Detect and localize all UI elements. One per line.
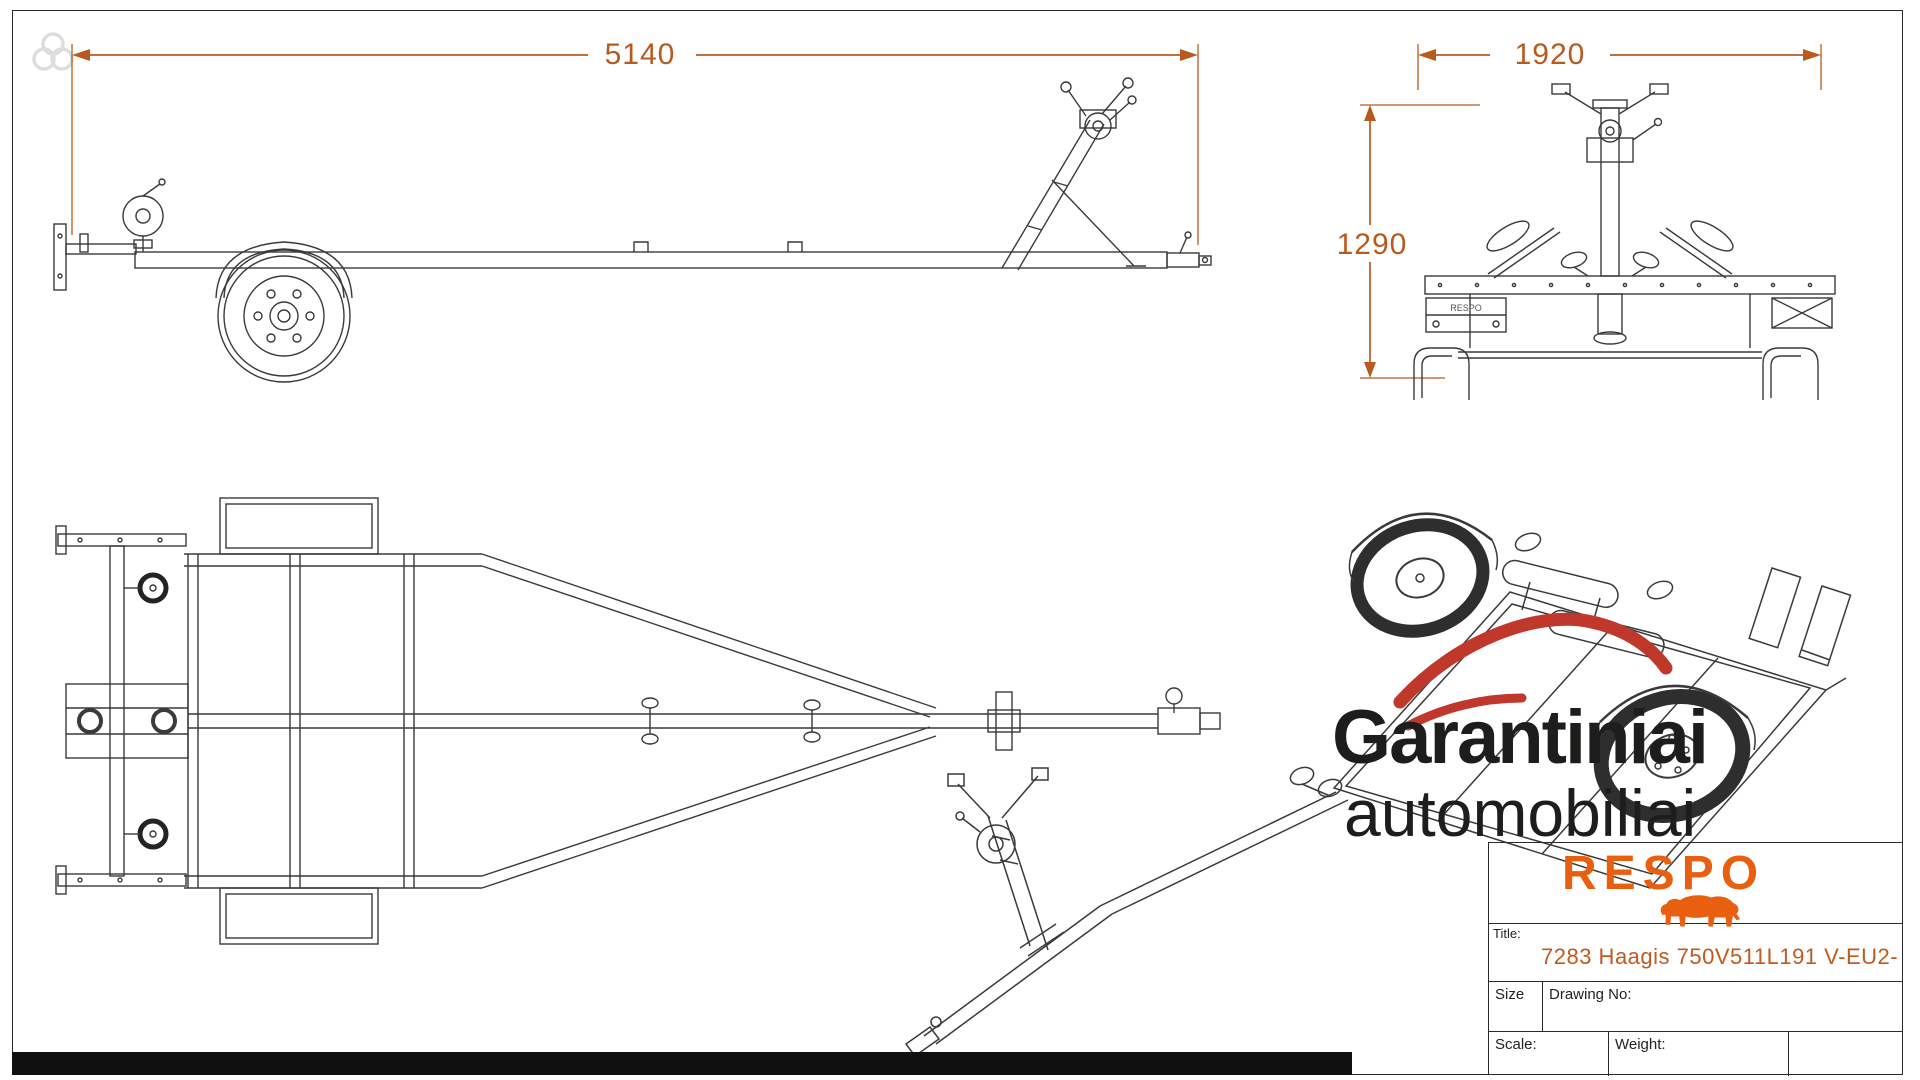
rear-lampboard-sticker: RESPO bbox=[1450, 303, 1482, 313]
rear-view-drawing: RESPO bbox=[1360, 44, 1836, 400]
width-dimension bbox=[1417, 44, 1822, 90]
isometric-lines bbox=[904, 512, 1852, 1058]
scale-label: Scale: bbox=[1489, 1032, 1609, 1076]
weight-label: Weight: bbox=[1609, 1032, 1789, 1076]
watermark-swoosh-icon bbox=[1393, 612, 1673, 731]
isometric-view-drawing bbox=[904, 512, 1852, 1058]
size-label: Size bbox=[1489, 982, 1543, 1031]
side-length-dimension-text: 5140 bbox=[604, 38, 676, 71]
rear-view-lines bbox=[1413, 83, 1836, 400]
watermark-line2: automobiliai bbox=[1344, 776, 1697, 850]
bottom-scan-strip bbox=[12, 1052, 1352, 1075]
title-block-empty-cell bbox=[1789, 1032, 1903, 1076]
title-block-size-row: Size Drawing No: bbox=[1489, 981, 1903, 1031]
title-block-scale-row: Scale: Weight: bbox=[1489, 1031, 1903, 1076]
height-dimension bbox=[1360, 104, 1480, 379]
length-dimension bbox=[71, 44, 1199, 245]
title-block: Title: 7283 Haagis 750V511L191 V-EU2- Si… bbox=[1488, 842, 1903, 1076]
respo-logo-text: RESPO bbox=[1562, 847, 1766, 900]
rear-width-dimension-text: 1920 bbox=[1514, 38, 1586, 71]
top-view-lines bbox=[55, 497, 1221, 945]
bull-icon bbox=[1660, 895, 1741, 927]
title-value: 7283 Haagis 750V511L191 V-EU2- bbox=[1541, 944, 1899, 969]
drawing-no-label: Drawing No: bbox=[1549, 986, 1632, 1003]
rear-height-dimension-text: 1290 bbox=[1336, 228, 1408, 261]
watermark-line1: Garantiniai bbox=[1332, 695, 1709, 780]
title-label: Title: bbox=[1493, 926, 1521, 941]
top-view-drawing bbox=[55, 497, 1221, 945]
side-view-lines bbox=[53, 77, 1212, 383]
title-block-title-row: Title: 7283 Haagis 750V511L191 V-EU2- bbox=[1489, 923, 1903, 981]
side-view-drawing bbox=[53, 44, 1212, 383]
